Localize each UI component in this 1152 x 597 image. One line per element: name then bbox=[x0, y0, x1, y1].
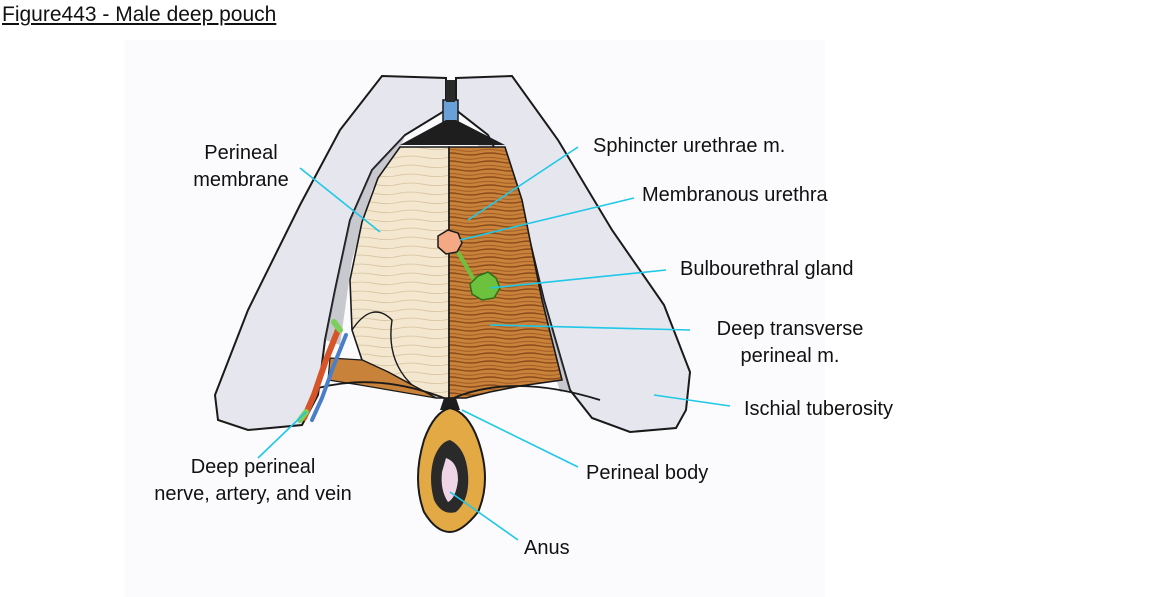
perineal-body-mark bbox=[440, 398, 460, 410]
leader-lines bbox=[257, 146, 731, 541]
leader-ischial-tuberosity bbox=[653, 394, 731, 407]
label-membranous-urethra: Membranous urethra bbox=[642, 184, 828, 206]
figure-title: Figure443 - Male deep pouch bbox=[2, 3, 277, 26]
deep-perineal-vessels-red bbox=[301, 327, 341, 421]
label-perineal-body: Perineal body bbox=[586, 462, 709, 484]
left-ischiopubic-ramus bbox=[213, 74, 447, 432]
leader-deep-perineal bbox=[257, 411, 307, 459]
leader-perineal-body bbox=[461, 409, 579, 468]
left-ramus-shadow bbox=[325, 135, 405, 345]
label-perineal-membrane-line1: Perineal bbox=[204, 142, 278, 164]
label-deep-perineal-line1: Deep perineal bbox=[190, 456, 316, 478]
leader-anus bbox=[449, 491, 519, 541]
label-sphincter-urethrae: Sphincter urethrae m. bbox=[593, 135, 786, 157]
leader-perineal-membrane bbox=[299, 167, 381, 233]
label-deep-transverse-perineal: Deep transverse perineal m. bbox=[690, 316, 890, 370]
label-deep-perineal-vessels: Deep perineal nerve, artery, and vein bbox=[138, 454, 368, 508]
dorsal-notch bbox=[446, 80, 455, 102]
leader-bulbourethral-gland bbox=[489, 269, 667, 289]
label-deep-transverse-line2: perineal m. bbox=[740, 345, 840, 367]
leader-deep-transverse bbox=[489, 324, 691, 331]
membranous-urethra bbox=[437, 229, 463, 255]
membrane-fold bbox=[351, 311, 413, 386]
transverse-ligament bbox=[400, 120, 505, 145]
deep-perineal-nerve-green bbox=[331, 319, 343, 333]
leader-membranous-urethra bbox=[459, 197, 635, 241]
bulbourethral-gland bbox=[469, 271, 501, 301]
bulbourethral-duct bbox=[456, 251, 476, 281]
label-anus: Anus bbox=[524, 537, 570, 559]
anus-mucosa bbox=[441, 458, 458, 502]
deep-transverse-perineal-muscle bbox=[448, 146, 563, 399]
label-perineal-membrane: Perineal membrane bbox=[182, 140, 300, 194]
label-deep-transverse-line1: Deep transverse bbox=[716, 318, 864, 340]
label-deep-perineal-line2: nerve, artery, and vein bbox=[154, 483, 352, 505]
deep-perineal-vessels-blue bbox=[310, 333, 348, 422]
label-perineal-membrane-line2: membrane bbox=[193, 169, 289, 191]
label-ischial-tuberosity: Ischial tuberosity bbox=[744, 398, 893, 420]
leader-sphincter-urethrae bbox=[467, 146, 579, 221]
label-bulbourethral-gland: Bulbourethral gland bbox=[680, 258, 854, 280]
